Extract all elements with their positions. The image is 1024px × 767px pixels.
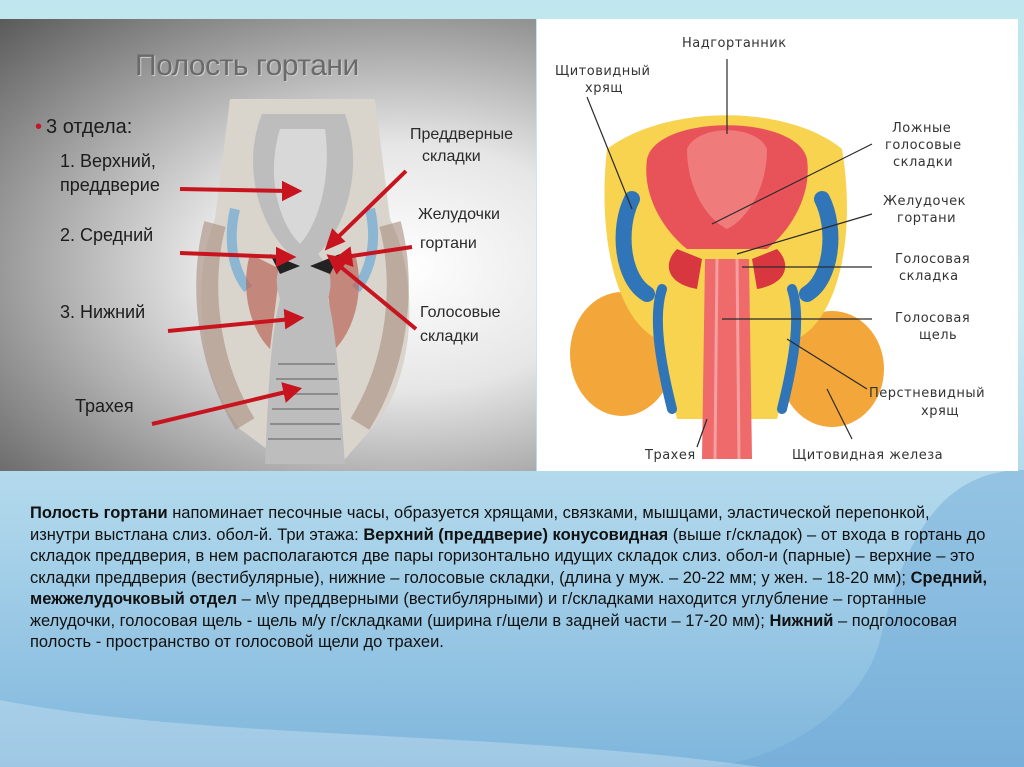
ventricle-label: Желудочек	[883, 193, 966, 210]
section-upper-label-2: преддверие	[60, 174, 160, 197]
vocal-folds-label-2: складки	[420, 326, 479, 348]
thyroid-cartilage-label: Щитовидный	[555, 63, 651, 80]
vocal-fold-label-2: складка	[899, 268, 959, 285]
term-larynx-cavity: Полость гортани	[30, 504, 168, 522]
sections-heading-text: 3 отдела:	[46, 116, 132, 138]
thyroid-gland-label: Щитовидная железа	[792, 447, 943, 464]
ventricle-label-2: гортани	[897, 210, 956, 227]
vocal-fold-label: Голосовая	[895, 251, 970, 268]
vestibular-folds-label-2: складки	[422, 146, 481, 168]
sections-heading: •3 отдела:	[35, 116, 132, 139]
description-text: Полость гортани напоминает песочные часы…	[30, 503, 990, 654]
ventricles-label-2: гортани	[420, 233, 477, 255]
cricoid-label-2: хрящ	[921, 403, 959, 420]
section-lower-label: 3. Нижний	[60, 301, 145, 324]
section-upper-label: 1. Верхний,	[60, 150, 156, 173]
glottis-label: Голосовая	[895, 310, 970, 327]
term-lower-section: Нижний	[769, 612, 833, 630]
section-middle-label: 2. Средний	[60, 224, 153, 247]
glottis-label-2: щель	[919, 327, 957, 344]
trachea-diagram-label: Трахея	[645, 447, 696, 464]
false-vocal-folds-label: Ложные	[892, 120, 951, 137]
vestibular-folds-label: Преддверные	[410, 124, 513, 146]
false-vocal-folds-label-3: складки	[893, 154, 953, 171]
term-upper-section: Верхний (преддверие) конусовидная	[363, 526, 668, 544]
bullet-icon: •	[35, 116, 42, 138]
panel-title: Полость гортани	[135, 49, 359, 83]
larynx-photo-panel: Полость гортани •3 отдела: 1. Верхний, п…	[0, 19, 536, 471]
thyroid-cartilage-label-2: хрящ	[585, 80, 623, 97]
larynx-diagram-panel: Надгортанник Щитовидный хрящ Ложные голо…	[537, 19, 1018, 471]
vocal-folds-label: Голосовые	[420, 302, 501, 324]
cricoid-label: Перстневидный	[869, 385, 985, 402]
ventricles-label: Желудочки	[418, 204, 500, 226]
trachea-label: Трахея	[75, 395, 134, 418]
false-vocal-folds-label-2: голосовые	[885, 137, 962, 154]
epiglottis-label: Надгортанник	[682, 35, 787, 52]
